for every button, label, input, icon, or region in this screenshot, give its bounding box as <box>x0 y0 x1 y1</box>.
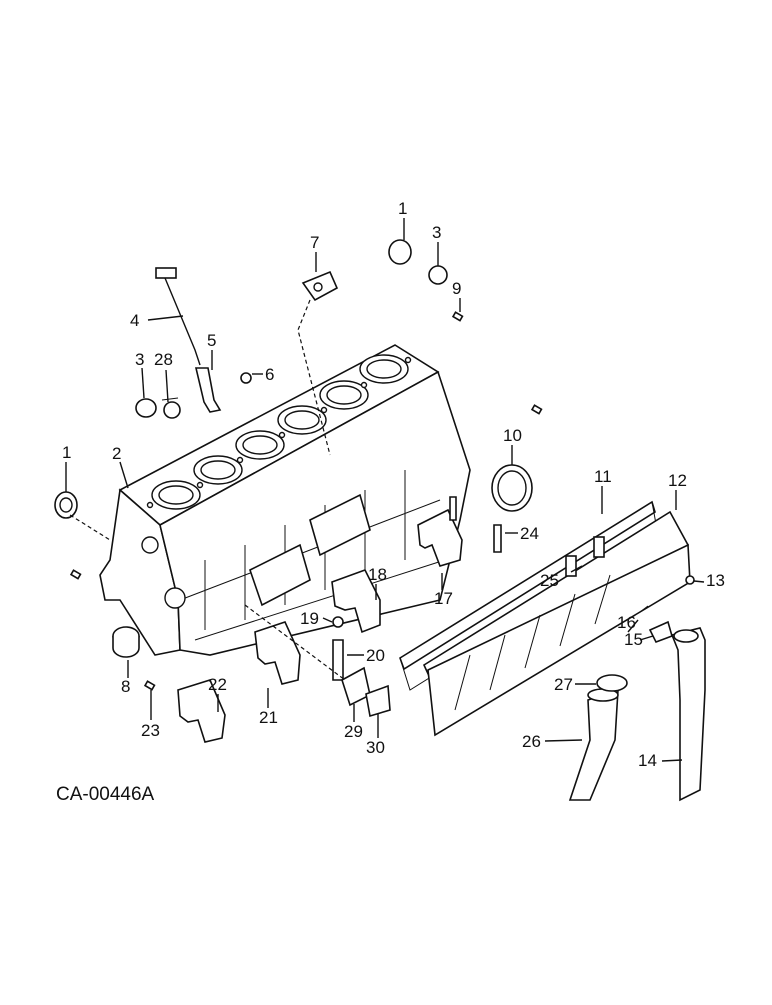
callout-16: 16 <box>617 613 636 632</box>
callout-28: 28 <box>154 350 173 369</box>
callout-13: 13 <box>706 571 725 590</box>
callout-21: 21 <box>259 708 278 727</box>
parts-plugs-seals <box>54 239 543 691</box>
diagram-code: CA-00446A <box>56 784 155 805</box>
callout-12: 12 <box>668 471 687 490</box>
callout-1-top: 1 <box>398 199 407 218</box>
callout-23: 23 <box>141 721 160 740</box>
callout-10: 10 <box>503 426 522 445</box>
parts-bearing-caps <box>177 496 502 743</box>
callout-9: 9 <box>452 279 461 298</box>
callout-26: 26 <box>522 732 541 751</box>
callout-5: 5 <box>207 331 216 350</box>
callout-22: 22 <box>208 675 227 694</box>
callout-17: 17 <box>434 589 453 608</box>
callout-11: 11 <box>594 467 612 486</box>
parts-pipes <box>568 605 706 802</box>
callout-6: 6 <box>265 365 274 384</box>
callout-30: 30 <box>366 738 385 757</box>
callout-3-top: 3 <box>432 223 441 242</box>
callout-1-front: 1 <box>62 443 71 462</box>
engine-block <box>99 344 471 656</box>
callout-27: 27 <box>554 675 573 694</box>
parts-dipstick <box>155 267 339 456</box>
callout-7: 7 <box>310 233 319 252</box>
callout-8: 8 <box>121 677 130 696</box>
callout-29: 29 <box>344 722 363 741</box>
leader-lines <box>65 218 705 762</box>
callout-2: 2 <box>112 444 121 463</box>
parts-side-cover <box>399 500 695 737</box>
callout-labels: 1 1 2 3 3 4 5 6 7 8 9 10 11 12 13 14 15 … <box>62 199 725 770</box>
callout-20: 20 <box>366 646 385 665</box>
callout-19: 19 <box>300 609 319 628</box>
parts-cover-plate <box>69 514 391 718</box>
callout-24: 24 <box>520 524 539 543</box>
callout-4: 4 <box>130 311 139 330</box>
callout-18: 18 <box>368 565 387 584</box>
callout-3-left: 3 <box>135 350 144 369</box>
callout-25: 25 <box>540 571 559 590</box>
callout-15: 15 <box>624 630 643 649</box>
callout-14: 14 <box>638 751 657 770</box>
